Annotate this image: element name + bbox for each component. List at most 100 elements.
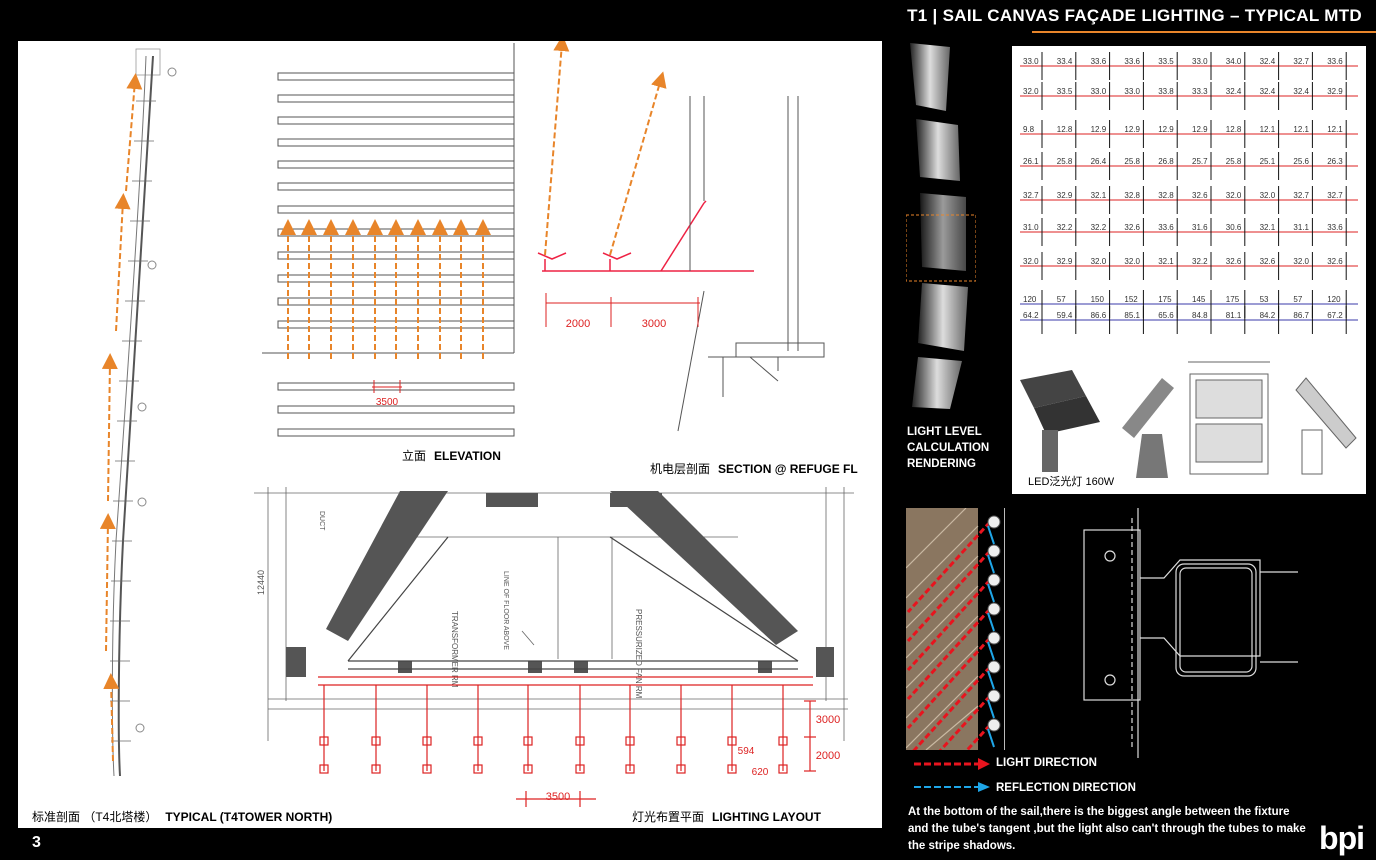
calc-value: 31.1	[1293, 223, 1309, 232]
reflection-ray	[987, 525, 995, 545]
calc-value: 31.0	[1023, 223, 1039, 232]
fixture-dot	[987, 689, 1001, 703]
floor-line-label: LINE OF FLOOR ABOVE	[502, 571, 509, 650]
calc-value: 32.4	[1260, 87, 1276, 96]
calc-value: 53	[1260, 295, 1269, 304]
calc-value: 150	[1091, 295, 1105, 304]
calc-value: 84.2	[1260, 311, 1276, 320]
calc-value: 32.4	[1260, 57, 1276, 66]
section-dim-2: 3000	[642, 318, 666, 330]
calc-value: 32.9	[1057, 257, 1073, 266]
fixture-side-view-icon	[1295, 377, 1357, 475]
calc-value: 67.2	[1327, 311, 1343, 320]
rendering-label: LIGHT LEVEL CALCULATION RENDERING	[907, 426, 990, 470]
calc-value: 32.6	[1192, 191, 1208, 200]
calc-value: 32.6	[1260, 257, 1276, 266]
calc-value: 33.6	[1327, 57, 1343, 66]
calc-value: 32.4	[1293, 87, 1309, 96]
calc-value: 32.0	[1023, 257, 1039, 266]
light-reflection-diagram	[905, 507, 1002, 817]
typical-section-label: 标准剖面 （T4北塔楼）TYPICAL (T4TOWER NORTH)	[32, 810, 333, 824]
light-ray	[906, 665, 992, 759]
calc-value: 32.9	[1327, 87, 1343, 96]
calc-value: 12.9	[1158, 125, 1174, 134]
fixture-dot	[987, 515, 1001, 529]
fixture-dot	[987, 573, 1001, 587]
calc-value: 33.0	[1124, 87, 1140, 96]
calc-value: 32.6	[1226, 257, 1242, 266]
calc-value: 175	[1158, 295, 1172, 304]
elevation-drawing: 3500	[262, 43, 515, 437]
calc-value: 12.1	[1260, 125, 1276, 134]
calc-value: 57	[1293, 295, 1302, 304]
calc-value: 25.7	[1192, 157, 1208, 166]
bracket-icon	[1122, 378, 1174, 478]
calc-value: 120	[1327, 295, 1341, 304]
light-level-rendering	[905, 41, 977, 413]
typical-section-drawing	[99, 48, 177, 777]
bracket-detail-drawing	[1080, 508, 1310, 758]
layout-dim-594: 594	[738, 746, 755, 757]
calc-value: 33.0	[1023, 57, 1039, 66]
calc-value: 152	[1124, 295, 1138, 304]
drawing-sheet: 3500	[18, 35, 882, 828]
calc-value: 175	[1226, 295, 1240, 304]
fixture-dot	[987, 631, 1001, 645]
calc-value: 12.9	[1124, 125, 1140, 134]
fixture-dot	[987, 602, 1001, 616]
calc-value: 12.1	[1293, 125, 1309, 134]
reflection-ray	[987, 641, 995, 661]
plan-width-dim: 12440	[256, 570, 266, 595]
elevation-dim: 3500	[376, 397, 399, 408]
section-dim-1: 2000	[566, 318, 590, 330]
calc-value: 81.1	[1226, 311, 1242, 320]
calc-value: 65.6	[1158, 311, 1174, 320]
calc-value: 57	[1057, 295, 1066, 304]
reflection-ray	[987, 670, 995, 690]
fixture-dot	[987, 660, 1001, 674]
calc-value: 33.6	[1327, 223, 1343, 232]
light-direction-rays	[906, 520, 995, 817]
fixture-front-view-icon	[1188, 361, 1270, 475]
page-title: T1 | SAIL CANVAS FAÇADE LIGHTING – TYPIC…	[907, 6, 1362, 25]
fixture-row	[987, 515, 1001, 732]
calc-value: 32.9	[1057, 191, 1073, 200]
calc-value: 25.6	[1293, 157, 1309, 166]
duct-label: DUCT	[318, 511, 325, 531]
light-ray	[906, 549, 992, 643]
calc-value: 32.0	[1293, 257, 1309, 266]
reflection-ray	[987, 554, 995, 574]
light-ray	[906, 578, 992, 672]
light-ray	[906, 607, 992, 701]
reflection-ray	[987, 699, 995, 719]
calc-value: 32.7	[1293, 57, 1309, 66]
title-underline	[1032, 31, 1376, 33]
calc-value: 32.7	[1023, 191, 1039, 200]
calc-value: 33.0	[1091, 87, 1107, 96]
legend-light-direction: LIGHT DIRECTION	[996, 757, 1097, 769]
calc-value: 32.4	[1226, 87, 1242, 96]
layout-dim-3000: 3000	[816, 714, 840, 726]
page-number: 3	[32, 834, 41, 851]
calc-value: 32.8	[1124, 191, 1140, 200]
calc-value: 84.8	[1192, 311, 1208, 320]
calc-value: 32.2	[1091, 223, 1107, 232]
bpi-logo: bpi	[1319, 820, 1365, 856]
calc-value: 32.6	[1327, 257, 1343, 266]
calc-value: 120	[1023, 295, 1037, 304]
calc-value: 32.8	[1158, 191, 1174, 200]
light-ray	[906, 636, 992, 730]
floodlight-photo-icon	[1020, 370, 1100, 472]
calc-value: 33.6	[1158, 223, 1174, 232]
calc-value: 12.9	[1091, 125, 1107, 134]
calc-value: 31.6	[1192, 223, 1208, 232]
fixture-caption: LED泛光灯 160W	[1028, 476, 1115, 488]
layout-dim-620: 620	[752, 767, 769, 778]
calc-value: 26.1	[1023, 157, 1039, 166]
calc-value: 33.6	[1124, 57, 1140, 66]
calc-value: 26.3	[1327, 157, 1343, 166]
calc-value: 32.6	[1124, 223, 1140, 232]
